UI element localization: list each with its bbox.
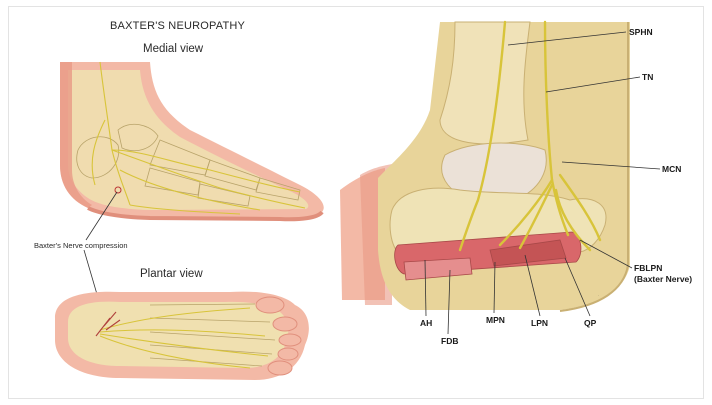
svg-text:.: . bbox=[598, 293, 599, 297]
medial-view-caption: Medial view bbox=[143, 43, 203, 55]
plantar-view-caption: Plantar view bbox=[140, 268, 203, 280]
label-mpn: MPN bbox=[486, 315, 505, 325]
label-fdb: FDB bbox=[441, 336, 458, 346]
diagram-title: BAXTER'S NEUROPATHY bbox=[110, 20, 245, 32]
label-lpn: LPN bbox=[531, 318, 548, 328]
label-mcn: MCN bbox=[662, 164, 681, 174]
plantar-view-foot bbox=[55, 292, 309, 380]
label-fblpn: FBLPN bbox=[634, 263, 662, 273]
ankle-cross-section: . bbox=[340, 22, 660, 334]
label-tn: TN bbox=[642, 72, 653, 82]
label-ah: AH bbox=[420, 318, 432, 328]
compression-callout: Baxter's Nerve compression bbox=[34, 241, 128, 250]
medial-view-foot bbox=[60, 62, 324, 219]
label-sphn: SPHN bbox=[629, 27, 653, 37]
label-qp: QP bbox=[584, 318, 596, 328]
label-fblpn-sub: (Baxter Nerve) bbox=[634, 274, 692, 284]
